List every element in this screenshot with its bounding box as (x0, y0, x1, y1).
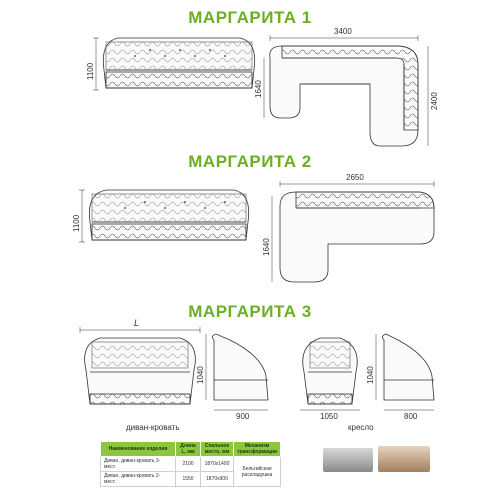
sofa-bed-caption: диван-кровать (126, 423, 180, 432)
mechanism-photo-1 (323, 448, 373, 472)
m3-sofa-depth-dim: 900 (236, 412, 250, 421)
title-margarita-2: МАРГАРИТА 2 (188, 152, 312, 171)
header-name: Наименование изделия (100, 441, 176, 457)
row-mechanism: Бельгийская раскладушка (232, 456, 282, 487)
m3-chair-height-dim: 1040 (366, 366, 375, 384)
m2-width-dim: 2650 (346, 173, 364, 182)
title-margarita-3: МАРГАРИТА 3 (188, 302, 312, 321)
m1-height-dim: 1100 (86, 62, 95, 80)
m3-sofa-height-dim: 1040 (196, 366, 205, 384)
m3-armchair-side-view (375, 333, 435, 411)
mechanism-photo-2 (378, 446, 430, 472)
m2-depth-dim: 1640 (262, 238, 271, 256)
m1-side-dim: 2400 (430, 92, 439, 110)
m3-length-dim: L (134, 318, 140, 328)
row-sleep-place: 1870х1400 (200, 456, 234, 472)
header-mechanism: Механизм трансформации (232, 441, 282, 457)
row-name: Диван, диван-кровать 2-мест. (100, 471, 176, 487)
m1-front-view (93, 37, 256, 91)
title-margarita-1: МАРГАРИТА 1 (188, 8, 312, 27)
m2-front-view (79, 189, 250, 243)
spec-table-header-row: Наименование изделия Длина L, мм Спально… (100, 441, 282, 457)
row-sleep-place: 1870х900 (200, 471, 234, 487)
m3-armchair-front-view (300, 337, 360, 411)
m3-sofa-side-view (205, 333, 269, 411)
row-name: Диван, диван-кровать 3-мест. (100, 456, 176, 472)
m3-sofa-front-view (79, 327, 201, 405)
armchair-caption: кресло (348, 423, 374, 432)
m1-top-view (263, 35, 429, 147)
m3-chair-depth-dim: 800 (404, 412, 418, 421)
table-row: Диван, диван-кровать 2-мест. 1550 1870х9… (100, 471, 281, 487)
m3-chair-width-dim: 1050 (320, 412, 338, 421)
row-length: 2100 (175, 456, 201, 472)
table-row: Диван, диван-кровать 3-мест. 2100 1870х1… (100, 456, 282, 487)
m2-top-view (271, 181, 435, 283)
header-sleep-place: Спальное место, мм (200, 441, 234, 457)
row-length: 1550 (175, 471, 201, 487)
m1-width-dim: 3400 (334, 27, 352, 36)
header-length: Длина L, мм (175, 441, 201, 457)
spec-table: Наименование изделия Длина L, мм Спально… (100, 441, 282, 487)
m2-height-dim: 1100 (72, 214, 81, 232)
m1-depth-dim: 1640 (254, 80, 263, 98)
